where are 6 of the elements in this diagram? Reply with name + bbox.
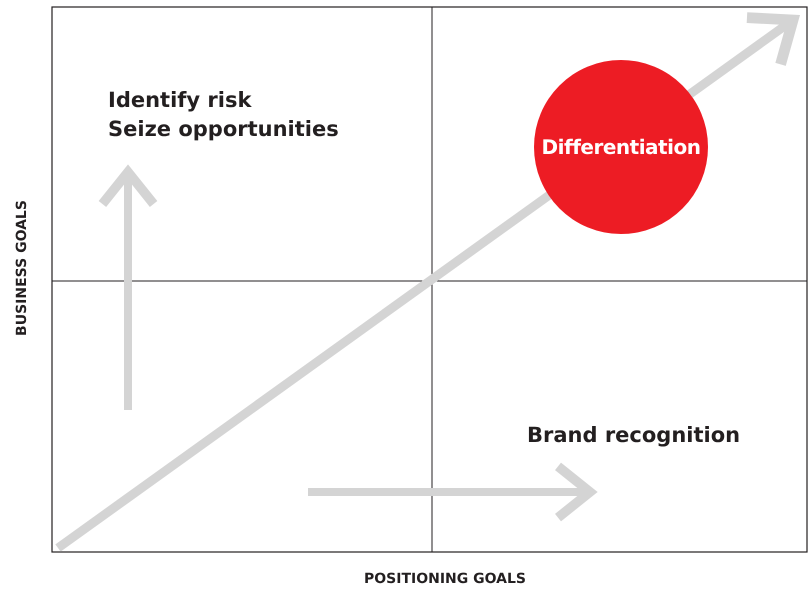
axis-title: POSITIONING GOALS <box>364 571 526 587</box>
axis-title: BUSINESS GOALS <box>14 200 30 336</box>
quadrant-label: Brand recognition <box>527 423 740 447</box>
circle-label: Differentiation <box>542 135 700 159</box>
quadrant-label: Seize opportunities <box>108 117 339 141</box>
quadrant-label: Identify risk <box>108 88 252 112</box>
